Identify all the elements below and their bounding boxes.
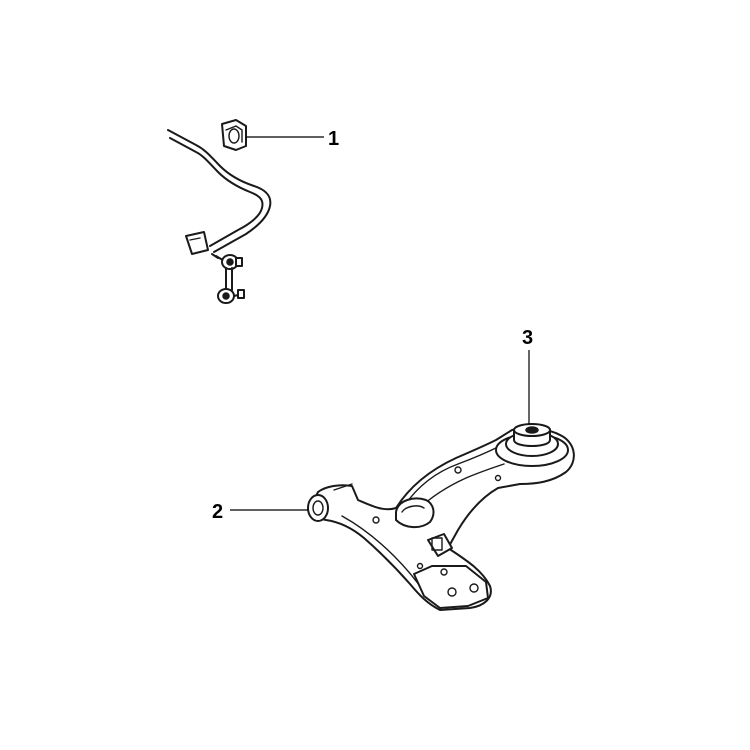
callout-number-3: 3 (522, 327, 533, 349)
lower-control-arm (307, 423, 575, 611)
stabilizer-bar (167, 129, 272, 255)
callout-number-2: 2 (212, 501, 223, 523)
callout-number-1: 1 (328, 128, 339, 150)
stabilizer-link (211, 253, 245, 304)
stabilizer-bushing (221, 119, 247, 151)
